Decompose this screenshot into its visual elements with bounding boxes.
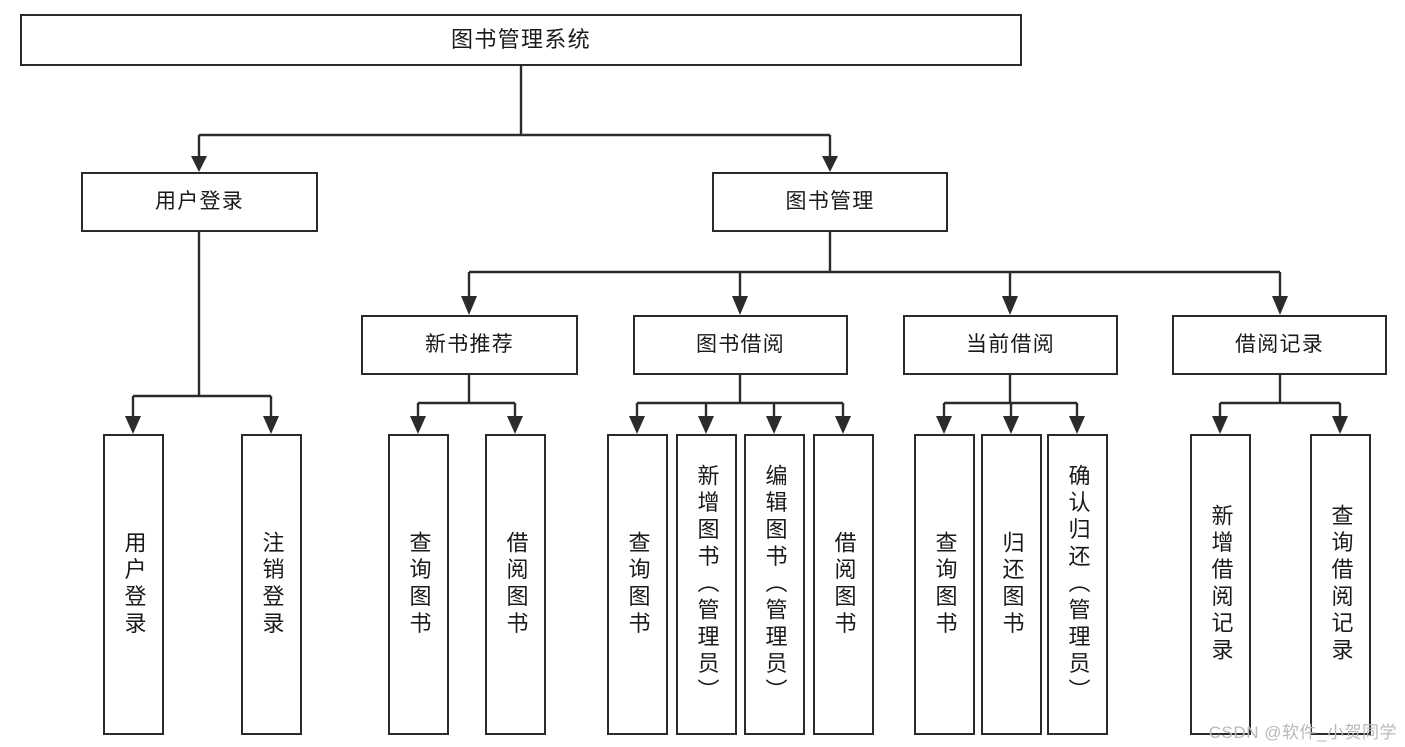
node-book-manage[interactable]: 图书管理 — [712, 172, 948, 232]
arrow-bb-d4 — [835, 416, 851, 434]
arrow-bb-d2 — [698, 416, 714, 434]
leaf-return-book[interactable]: 归还图书 — [981, 434, 1042, 735]
arrow-user-login-d2 — [263, 416, 279, 434]
node-borrow-record[interactable]: 借阅记录 — [1172, 315, 1387, 375]
node-user-login-label: 用户登录 — [154, 189, 245, 213]
leaf-logout-login-label: 注销登录 — [259, 530, 285, 639]
arrow-bm-d2 — [732, 296, 748, 315]
leaf-query-book-3[interactable]: 查询图书 — [914, 434, 975, 735]
node-book-borrow[interactable]: 图书借阅 — [633, 315, 848, 375]
leaf-query-book-2[interactable]: 查询图书 — [607, 434, 668, 735]
leaf-query-record[interactable]: 查询借阅记录 — [1310, 434, 1371, 735]
arrow-bm-d1 — [461, 296, 477, 315]
leaf-borrow-book-1[interactable]: 借阅图书 — [485, 434, 546, 735]
node-book-manage-label: 图书管理 — [785, 189, 875, 213]
leaf-borrow-book-1-label: 借阅图书 — [503, 530, 529, 639]
arrow-bb-d1 — [629, 416, 645, 434]
node-root[interactable]: 图书管理系统 — [20, 14, 1022, 66]
leaf-add-book-label: 新增图书（管理员） — [694, 463, 720, 706]
arrow-nbr-d2 — [507, 416, 523, 434]
leaf-edit-book[interactable]: 编辑图书（管理员） — [744, 434, 805, 735]
leaf-query-book-1[interactable]: 查询图书 — [388, 434, 449, 735]
node-book-borrow-label: 图书借阅 — [695, 332, 786, 356]
arrow-bm-d4 — [1272, 296, 1288, 315]
arrow-cb-d2 — [1003, 416, 1019, 434]
arrow-cb-d1 — [936, 416, 952, 434]
arrow-bb-d3 — [766, 416, 782, 434]
csdn-watermark: CSDN @软件_小贺同学 — [1208, 723, 1397, 742]
leaf-user-login[interactable]: 用户登录 — [103, 434, 164, 735]
node-new-book-recommend-label: 新书推荐 — [424, 332, 515, 356]
leaf-user-login-label: 用户登录 — [121, 530, 147, 639]
node-new-book-recommend[interactable]: 新书推荐 — [361, 315, 578, 375]
node-current-borrow-label: 当前借阅 — [965, 332, 1056, 356]
leaf-edit-book-label: 编辑图书（管理员） — [762, 463, 788, 706]
arrow-root-to-book-manage — [822, 156, 838, 172]
leaf-return-book-label: 归还图书 — [999, 530, 1025, 639]
leaf-query-book-3-label: 查询图书 — [932, 530, 958, 639]
arrow-bm-d3 — [1002, 296, 1018, 315]
leaf-add-record[interactable]: 新增借阅记录 — [1190, 434, 1251, 735]
arrow-user-login-d1 — [125, 416, 141, 434]
leaf-add-book[interactable]: 新增图书（管理员） — [676, 434, 737, 735]
arrow-root-to-user-login — [191, 156, 207, 172]
leaf-query-book-1-label: 查询图书 — [406, 530, 432, 639]
arrow-br-d1 — [1212, 416, 1228, 434]
leaf-logout-login[interactable]: 注销登录 — [241, 434, 302, 735]
node-current-borrow[interactable]: 当前借阅 — [903, 315, 1118, 375]
arrow-br-d2 — [1332, 416, 1348, 434]
node-root-label: 图书管理系统 — [451, 27, 591, 53]
leaf-borrow-book-2[interactable]: 借阅图书 — [813, 434, 874, 735]
node-user-login[interactable]: 用户登录 — [81, 172, 318, 232]
arrow-nbr-d1 — [410, 416, 426, 434]
arrow-cb-d3 — [1069, 416, 1085, 434]
leaf-query-record-label: 查询借阅记录 — [1328, 503, 1354, 666]
node-borrow-record-label: 借阅记录 — [1234, 332, 1325, 356]
leaf-query-book-2-label: 查询图书 — [625, 530, 651, 639]
leaf-confirm-return[interactable]: 确认归还（管理员） — [1047, 434, 1108, 735]
leaf-confirm-return-label: 确认归还（管理员） — [1065, 463, 1091, 706]
leaf-borrow-book-2-label: 借阅图书 — [831, 530, 857, 639]
leaf-add-record-label: 新增借阅记录 — [1208, 503, 1234, 666]
